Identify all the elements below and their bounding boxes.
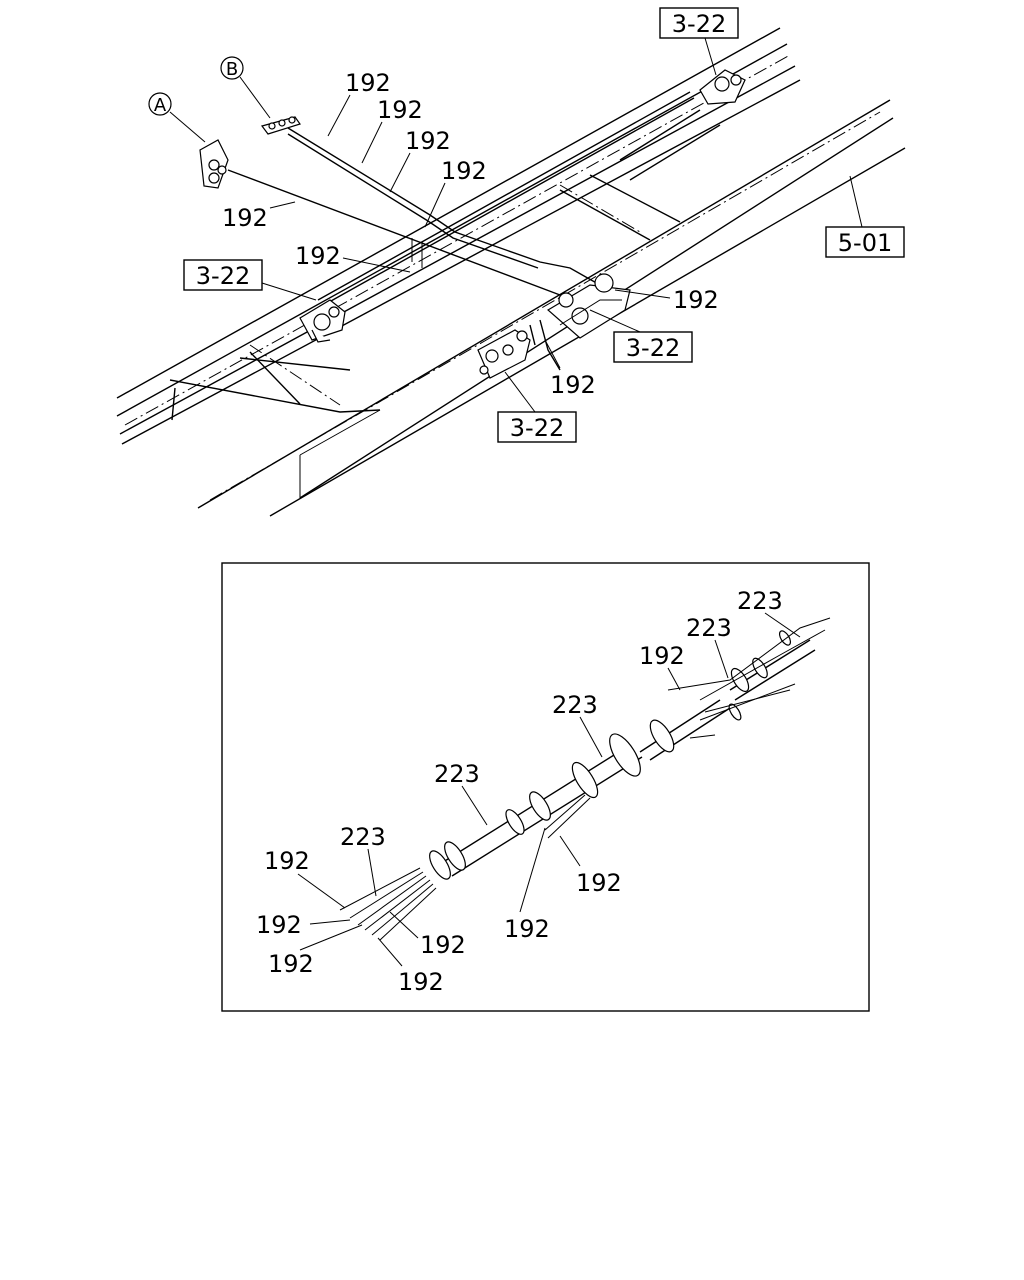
- svg-text:192: 192: [377, 96, 423, 124]
- ref-box-bottom: 3-22: [497, 371, 577, 443]
- connector-b: [260, 116, 301, 135]
- svg-text:192: 192: [504, 915, 550, 943]
- ref-box-left: 3-22: [183, 259, 317, 301]
- valve-center: [477, 329, 531, 379]
- svg-text:192: 192: [550, 371, 596, 399]
- svg-text:192: 192: [268, 950, 314, 978]
- valve-right: [546, 273, 631, 339]
- callout-a-label: A: [154, 95, 167, 116]
- svg-text:192: 192: [639, 642, 685, 670]
- ref-box-frame: 5-01: [825, 175, 905, 258]
- svg-text:192: 192: [576, 869, 622, 897]
- svg-text:192: 192: [295, 242, 341, 270]
- valve-top-right: [699, 69, 746, 105]
- svg-text:192: 192: [398, 968, 444, 996]
- upper-part-labels: 192 192 192 192 192 192 192 192: [222, 69, 719, 399]
- svg-text:3-22: 3-22: [626, 334, 680, 362]
- svg-text:192: 192: [420, 931, 466, 959]
- callout-b-label: B: [226, 59, 238, 80]
- svg-text:192: 192: [441, 157, 487, 185]
- svg-text:192: 192: [345, 69, 391, 97]
- svg-text:192: 192: [222, 204, 268, 232]
- svg-text:223: 223: [340, 823, 386, 851]
- svg-text:3-22: 3-22: [196, 262, 250, 290]
- wire-harness: [339, 617, 831, 941]
- valve-left: [299, 299, 346, 343]
- svg-text:192: 192: [256, 911, 302, 939]
- svg-text:3-22: 3-22: [510, 414, 564, 442]
- svg-text:5-01: 5-01: [838, 229, 892, 257]
- svg-text:223: 223: [686, 614, 732, 642]
- svg-text:192: 192: [264, 847, 310, 875]
- svg-text:223: 223: [737, 587, 783, 615]
- ref-box-top: 3-22: [659, 7, 739, 76]
- svg-text:192: 192: [405, 127, 451, 155]
- callout-a: A: [148, 92, 206, 143]
- svg-text:3-22: 3-22: [672, 10, 726, 38]
- svg-text:192: 192: [673, 286, 719, 314]
- svg-text:223: 223: [552, 691, 598, 719]
- callout-b: B: [220, 56, 271, 119]
- lower-part-labels: 223 223 223 223 223 192 192 192 192 192 …: [256, 587, 801, 996]
- connector-a: [199, 139, 229, 189]
- brake-pipes: [227, 91, 695, 371]
- svg-text:223: 223: [434, 760, 480, 788]
- detail-frame: [221, 562, 870, 1012]
- ref-box-right: 3-22: [589, 309, 693, 363]
